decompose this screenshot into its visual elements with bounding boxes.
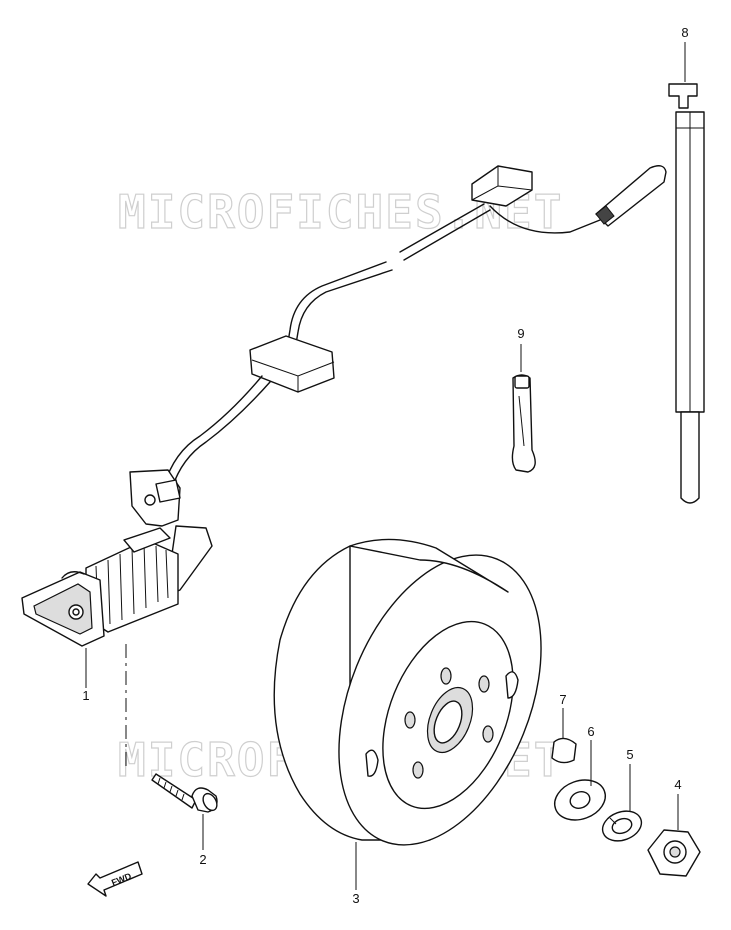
fwd-arrow: FWD — [87, 861, 143, 897]
part-screw — [151, 773, 218, 813]
callout-6: 6 — [587, 724, 594, 739]
part-rotor — [273, 538, 542, 846]
callout-1: 1 — [82, 688, 89, 703]
callout-3: 3 — [352, 891, 359, 906]
part-terminal — [511, 374, 536, 473]
callout-8: 8 — [681, 25, 688, 40]
callout-7: 7 — [559, 692, 566, 707]
part-nut — [647, 829, 701, 877]
callout-2: 2 — [199, 852, 206, 867]
callout-9: 9 — [517, 326, 524, 341]
part-lock-washer — [601, 810, 643, 842]
wire-harness — [163, 165, 667, 489]
callout-5: 5 — [626, 747, 633, 762]
leader-lines — [85, 42, 686, 890]
callout-4: 4 — [674, 777, 681, 792]
part-key — [551, 737, 577, 764]
part-washer — [554, 779, 606, 821]
part-coil-assembly — [21, 469, 213, 647]
part-cable-tie — [668, 83, 705, 504]
